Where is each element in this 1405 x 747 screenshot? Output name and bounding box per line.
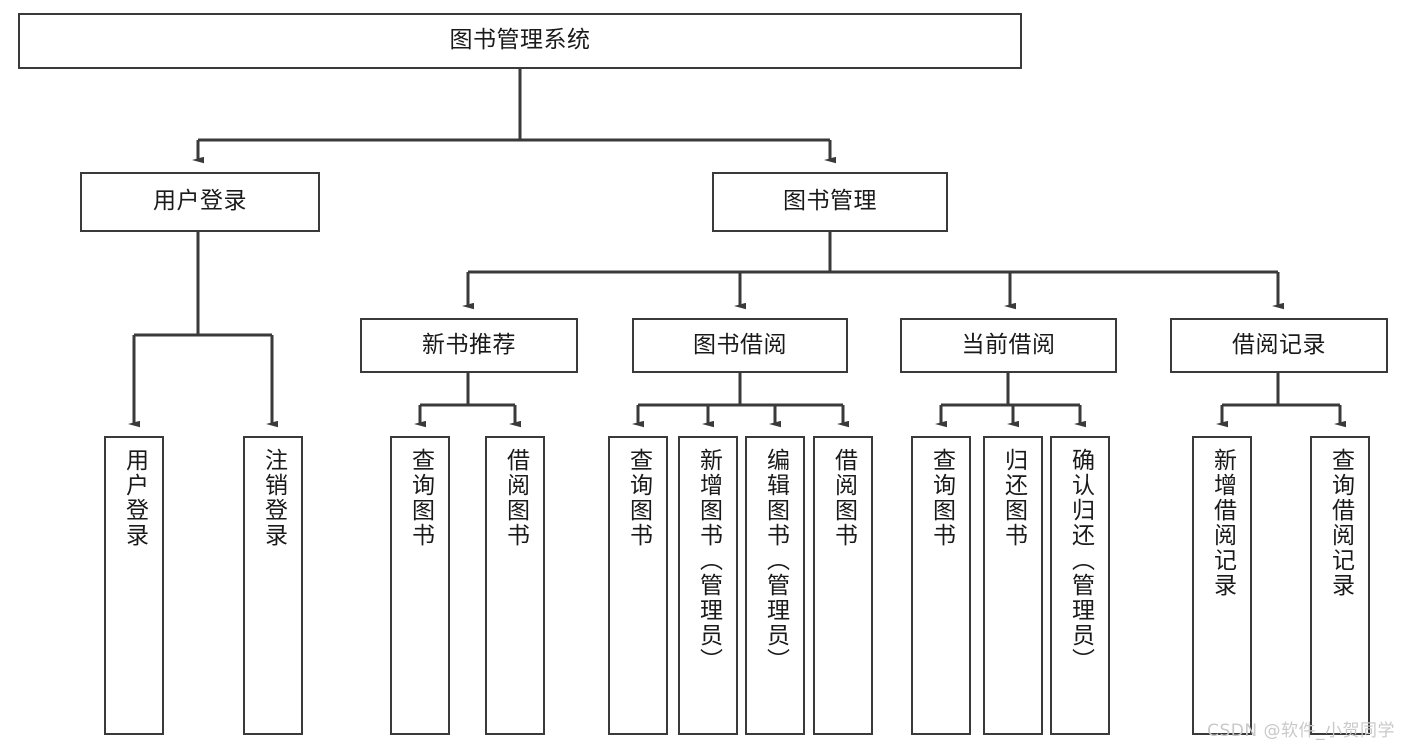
- leaf-borrow-book-recommend-label: 借阅图书: [502, 448, 529, 548]
- leaf-add-book-admin[interactable]: 新增图书（管理员）: [678, 436, 738, 735]
- leaf-add-borrow-record[interactable]: 新增借阅记录: [1192, 436, 1252, 735]
- leaf-return-book[interactable]: 归还图书: [983, 436, 1043, 735]
- node-book-management[interactable]: 图书管理: [712, 172, 948, 232]
- node-book-borrow[interactable]: 图书借阅: [632, 318, 848, 373]
- leaf-add-book-admin-label: 新增图书（管理员）: [695, 448, 722, 673]
- leaf-user-login[interactable]: 用户登录: [104, 436, 164, 735]
- leaf-logout[interactable]: 注销登录: [243, 436, 303, 735]
- leaf-borrow-book-recommend[interactable]: 借阅图书: [485, 436, 545, 735]
- node-new-book-recommend[interactable]: 新书推荐: [360, 318, 578, 373]
- node-root[interactable]: 图书管理系统: [18, 13, 1022, 69]
- leaf-query-book-current[interactable]: 查询图书: [911, 436, 971, 735]
- leaf-query-borrow-record[interactable]: 查询借阅记录: [1310, 436, 1370, 735]
- node-root-label: 图书管理系统: [449, 27, 591, 54]
- node-book-management-label: 图书管理: [783, 188, 877, 215]
- node-borrow-record[interactable]: 借阅记录: [1170, 318, 1388, 373]
- leaf-borrow-book-label: 借阅图书: [830, 448, 857, 548]
- leaf-query-book-borrow[interactable]: 查询图书: [608, 436, 668, 735]
- leaf-query-book-current-label: 查询图书: [928, 448, 955, 548]
- leaf-add-borrow-record-label: 新增借阅记录: [1209, 448, 1236, 598]
- leaf-edit-book-admin[interactable]: 编辑图书（管理员）: [745, 436, 805, 735]
- node-current-borrow[interactable]: 当前借阅: [900, 318, 1117, 373]
- leaf-query-borrow-record-label: 查询借阅记录: [1327, 448, 1354, 598]
- leaf-query-book-borrow-label: 查询图书: [625, 448, 652, 548]
- node-book-borrow-label: 图书借阅: [693, 331, 787, 358]
- leaf-confirm-return-admin[interactable]: 确认归还（管理员）: [1050, 436, 1110, 735]
- leaf-borrow-book[interactable]: 借阅图书: [813, 436, 873, 735]
- node-user-login[interactable]: 用户登录: [80, 172, 320, 232]
- leaf-return-book-label: 归还图书: [1000, 448, 1027, 548]
- leaf-confirm-return-admin-label: 确认归还（管理员）: [1067, 448, 1094, 673]
- leaf-edit-book-admin-label: 编辑图书（管理员）: [762, 448, 789, 673]
- node-current-borrow-label: 当前借阅: [961, 331, 1056, 358]
- node-user-login-label: 用户登录: [153, 188, 247, 215]
- node-borrow-record-label: 借阅记录: [1232, 331, 1326, 358]
- leaf-logout-label: 注销登录: [260, 448, 287, 548]
- leaf-query-book-recommend-label: 查询图书: [407, 448, 434, 548]
- leaf-query-book-recommend[interactable]: 查询图书: [390, 436, 450, 735]
- node-new-book-recommend-label: 新书推荐: [422, 331, 516, 358]
- leaf-user-login-label: 用户登录: [121, 448, 148, 548]
